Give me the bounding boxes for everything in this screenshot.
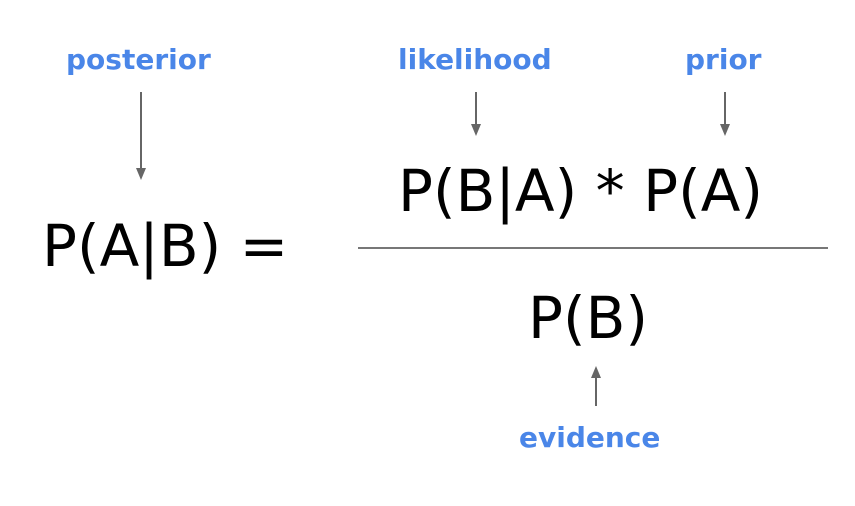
posterior-arrow <box>136 92 146 180</box>
fraction-bar <box>358 247 828 249</box>
formula-numerator: P(B|A) * P(A) <box>398 157 764 225</box>
prior-arrow <box>720 92 730 136</box>
likelihood-label: likelihood <box>398 43 552 76</box>
prior-label: prior <box>685 43 762 76</box>
likelihood-arrow <box>471 92 481 136</box>
posterior-label: posterior <box>66 43 211 76</box>
evidence-label: evidence <box>519 421 661 454</box>
formula-lhs: P(A|B) = <box>42 212 289 280</box>
formula-denominator: P(B) <box>528 284 649 352</box>
evidence-arrow <box>591 366 601 406</box>
